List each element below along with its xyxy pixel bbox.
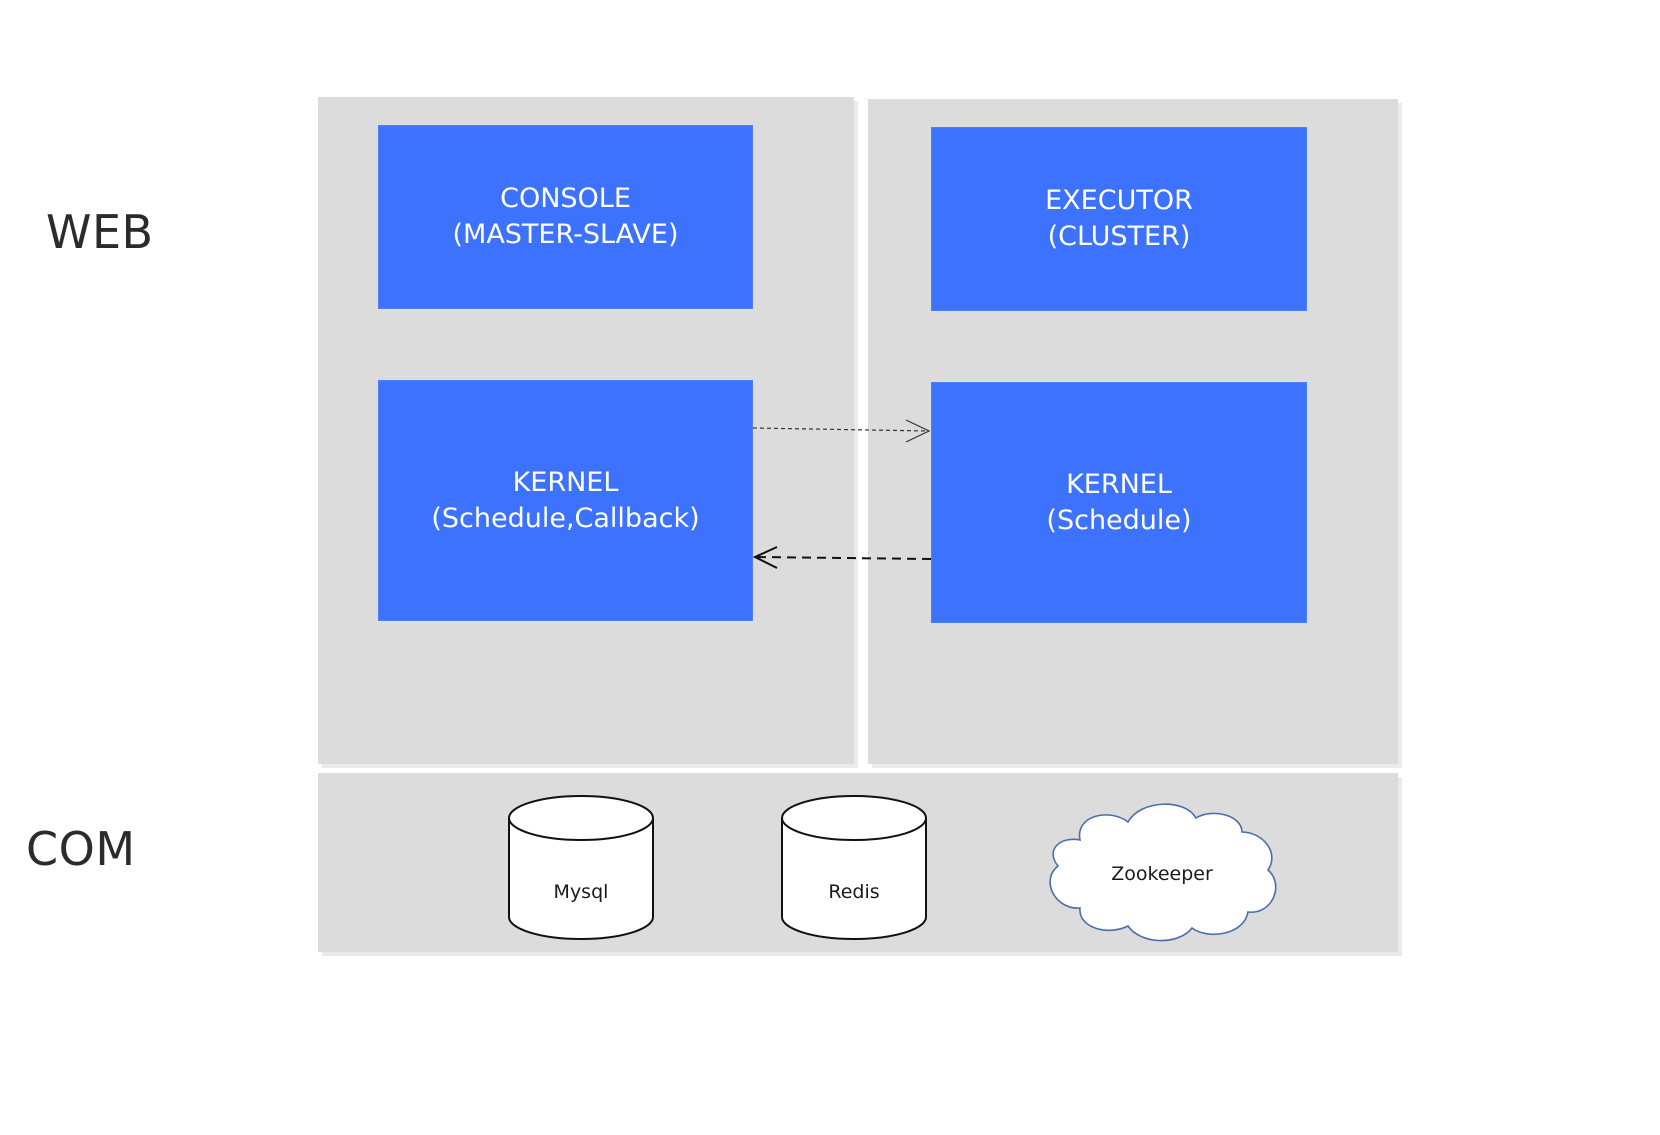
executor-title: EXECUTOR [1045,185,1193,216]
console-title: CONSOLE [500,183,631,214]
mysql-cylinder-icon[interactable]: Mysql [508,795,654,940]
console-subtitle: (MASTER-SLAVE) [452,219,679,250]
console-block[interactable]: CONSOLE (MASTER-SLAVE) [378,125,753,309]
zookeeper-label: Zookeeper [1111,863,1213,885]
executor-block[interactable]: EXECUTOR (CLUSTER) [931,127,1307,311]
mysql-label: Mysql [554,881,609,903]
console-kernel-title: KERNEL [512,466,619,498]
console-kernel-block[interactable]: KERNEL (Schedule,Callback) [378,380,753,621]
web-layer-label: WEB [46,205,154,259]
redis-cylinder-icon[interactable]: Redis [781,795,927,940]
callback-arrow [752,546,932,569]
executor-kernel-subtitle: (Schedule) [1046,504,1192,536]
dispatch-arrow [752,419,931,443]
executor-subtitle: (CLUSTER) [1047,221,1191,252]
com-layer-label: COM [26,822,136,876]
redis-label: Redis [828,881,879,903]
console-kernel-subtitle: (Schedule,Callback) [431,502,700,534]
executor-kernel-title: KERNEL [1066,468,1172,500]
executor-kernel-block[interactable]: KERNEL (Schedule) [931,382,1307,623]
zookeeper-cloud-icon[interactable]: Zookeeper [1049,803,1277,942]
